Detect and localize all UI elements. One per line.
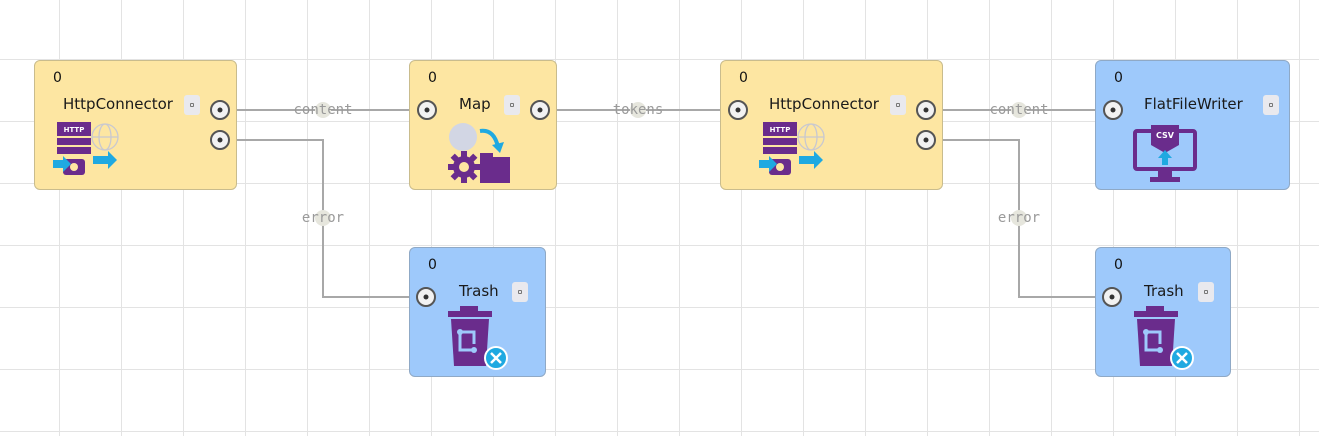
http-icon-text: HTTP <box>770 126 791 134</box>
output-port-tokens[interactable] <box>530 100 550 120</box>
node-count: 0 <box>428 257 437 273</box>
node-count: 0 <box>53 70 62 86</box>
node-menu-button[interactable] <box>504 95 520 115</box>
output-port-content[interactable] <box>916 100 936 120</box>
output-port-content[interactable] <box>210 100 230 120</box>
edge-label-tokens: tokens <box>612 102 664 118</box>
edge-label-error-2: error <box>997 210 1041 226</box>
node-count: 0 <box>739 70 748 86</box>
node-title: Trash <box>459 282 499 300</box>
edge-label-content-2: content <box>989 102 1049 118</box>
node-title: Trash <box>1144 282 1184 300</box>
input-port[interactable] <box>1103 100 1123 120</box>
node-menu-button[interactable] <box>1263 95 1279 115</box>
edge-label-dot <box>1011 210 1027 226</box>
csv-file-writer-icon: CSV <box>1133 125 1197 182</box>
node-menu-button[interactable] <box>1198 282 1214 302</box>
node-count: 0 <box>1114 257 1123 273</box>
node-trash-1[interactable]: 0 Trash <box>409 247 546 377</box>
edge-label-dot <box>1011 102 1027 118</box>
node-title: HttpConnector <box>769 95 879 113</box>
http-connector-icon: HTTP <box>759 122 825 175</box>
node-map[interactable]: 0 Map <box>409 60 557 190</box>
http-connector-icon: HTTP <box>53 122 119 175</box>
csv-icon-text: CSV <box>1156 131 1175 140</box>
node-menu-button[interactable] <box>512 282 528 302</box>
node-trash-2[interactable]: 0 Trash <box>1095 247 1231 377</box>
output-port-error[interactable] <box>210 130 230 150</box>
node-menu-button[interactable] <box>890 95 906 115</box>
node-menu-button[interactable] <box>184 95 200 115</box>
edge-label-content-1: content <box>293 102 353 118</box>
node-title: Map <box>459 95 491 113</box>
trash-icon <box>448 306 508 370</box>
node-title: FlatFileWriter <box>1144 95 1243 113</box>
input-port[interactable] <box>416 287 436 307</box>
input-port[interactable] <box>1102 287 1122 307</box>
node-count: 0 <box>1114 70 1123 86</box>
input-port[interactable] <box>417 100 437 120</box>
map-transform-icon <box>448 123 510 183</box>
edge-label-dot <box>315 102 331 118</box>
edge-label-dot <box>630 102 646 118</box>
output-port-error[interactable] <box>916 130 936 150</box>
node-http-connector-2[interactable]: 0 HttpConnector HTTP <box>720 60 943 190</box>
node-flat-file-writer[interactable]: 0 FlatFileWriter CSV <box>1095 60 1290 190</box>
trash-icon <box>1134 306 1194 370</box>
edge-label-dot <box>315 210 331 226</box>
node-count: 0 <box>428 70 437 86</box>
input-port[interactable] <box>728 100 748 120</box>
edge-label-error-1: error <box>301 210 345 226</box>
node-title: HttpConnector <box>63 95 173 113</box>
node-http-connector-1[interactable]: 0 HttpConnector HTTP <box>34 60 237 190</box>
http-icon-text: HTTP <box>64 126 85 134</box>
